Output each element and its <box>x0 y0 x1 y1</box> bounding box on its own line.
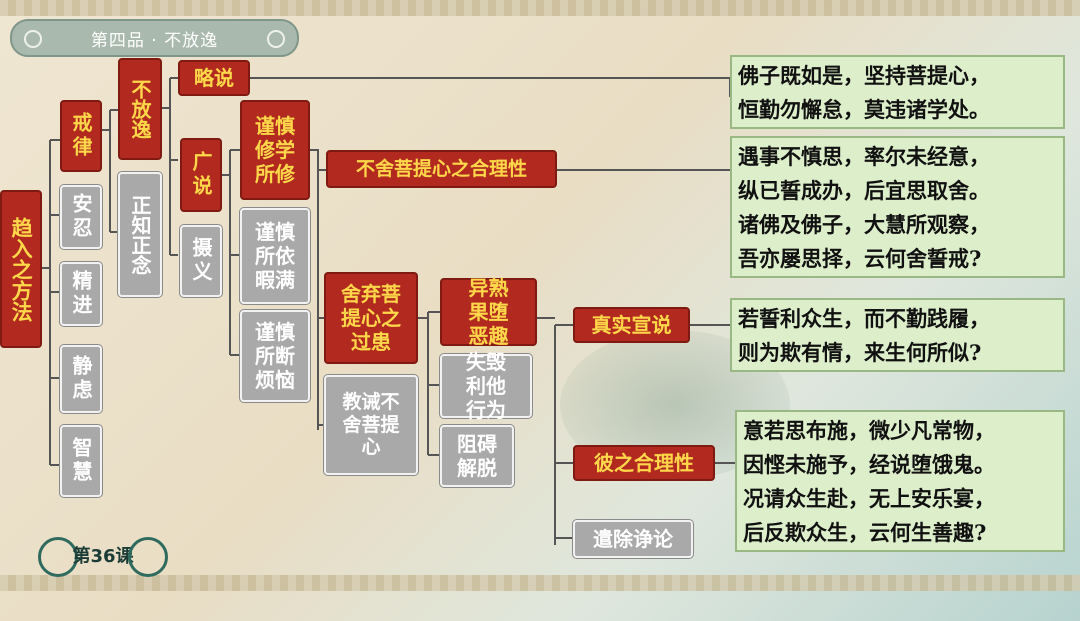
node-jiaojie: 教诫不舍菩提心 <box>324 375 418 475</box>
node-sheyi: 摄义 <box>180 225 222 297</box>
lesson-label: 第36课 <box>72 546 134 567</box>
top-border-band <box>0 0 1080 16</box>
node-jinshen-suoyi: 谨慎所依暇满 <box>240 208 310 304</box>
left-ornament-icon <box>24 30 42 48</box>
node-jingjin: 精进 <box>60 262 102 326</box>
node-qianchu: 遣除诤论 <box>573 520 693 558</box>
right-ornament-icon <box>267 30 285 48</box>
quote-bushe-heli: 遇事不慎思，率尔未经意， 纵已誓成办，后宜思取舍。 诸佛及佛子，大慧所观察， 吾… <box>730 136 1065 278</box>
quote-lueshuo: 佛子既如是，坚持菩提心， 恒勤勿懈怠，莫违诸学处。 <box>730 55 1065 129</box>
node-lueshuo: 略说 <box>178 60 250 96</box>
cloud-right-icon <box>128 537 168 577</box>
node-zhenshi: 真实宣说 <box>573 307 690 343</box>
node-zhihui: 智慧 <box>60 425 102 497</box>
node-jinglv: 静虑 <box>60 345 102 413</box>
node-jinshen-duan: 谨慎所断烦恼 <box>240 310 310 402</box>
lesson-badge: 第36课 <box>38 535 168 577</box>
quote-bi-heli: 意若思布施，微少凡常物， 因悭未施予，经说堕饿鬼。 况请众生赴，无上安乐宴， 后… <box>735 410 1065 552</box>
node-anren: 安忍 <box>60 185 102 249</box>
node-jinshen-xiuxue: 谨慎修学所修 <box>240 100 310 200</box>
node-jielv: 戒律 <box>60 100 102 172</box>
node-shihui: 失毁利他行为 <box>440 350 532 422</box>
node-root: 趋入之方法 <box>0 190 42 348</box>
node-zuai: 阻碍解脱 <box>440 425 514 487</box>
node-bi-heli: 彼之合理性 <box>573 445 715 481</box>
node-shequ-guohuan: 舍弃菩提心之过患 <box>324 272 418 364</box>
node-bufangyi: 不放逸 <box>118 58 162 160</box>
node-bushe-heli: 不舍菩提心之合理性 <box>326 150 557 188</box>
chapter-title-plate: 第四品 · 不放逸 <box>10 19 299 57</box>
node-guangshuo: 广说 <box>180 138 222 212</box>
cloud-left-icon <box>38 537 78 577</box>
chapter-title: 第四品 · 不放逸 <box>90 30 219 51</box>
quote-zhenshi: 若誓利众生，而不勤践履， 则为欺有情，来生何所似? <box>730 298 1065 372</box>
node-zhengzhi: 正知正念 <box>118 172 162 297</box>
node-yishu-guo: 异熟果堕恶趣 <box>440 276 537 348</box>
bottom-border-band <box>0 575 1080 591</box>
